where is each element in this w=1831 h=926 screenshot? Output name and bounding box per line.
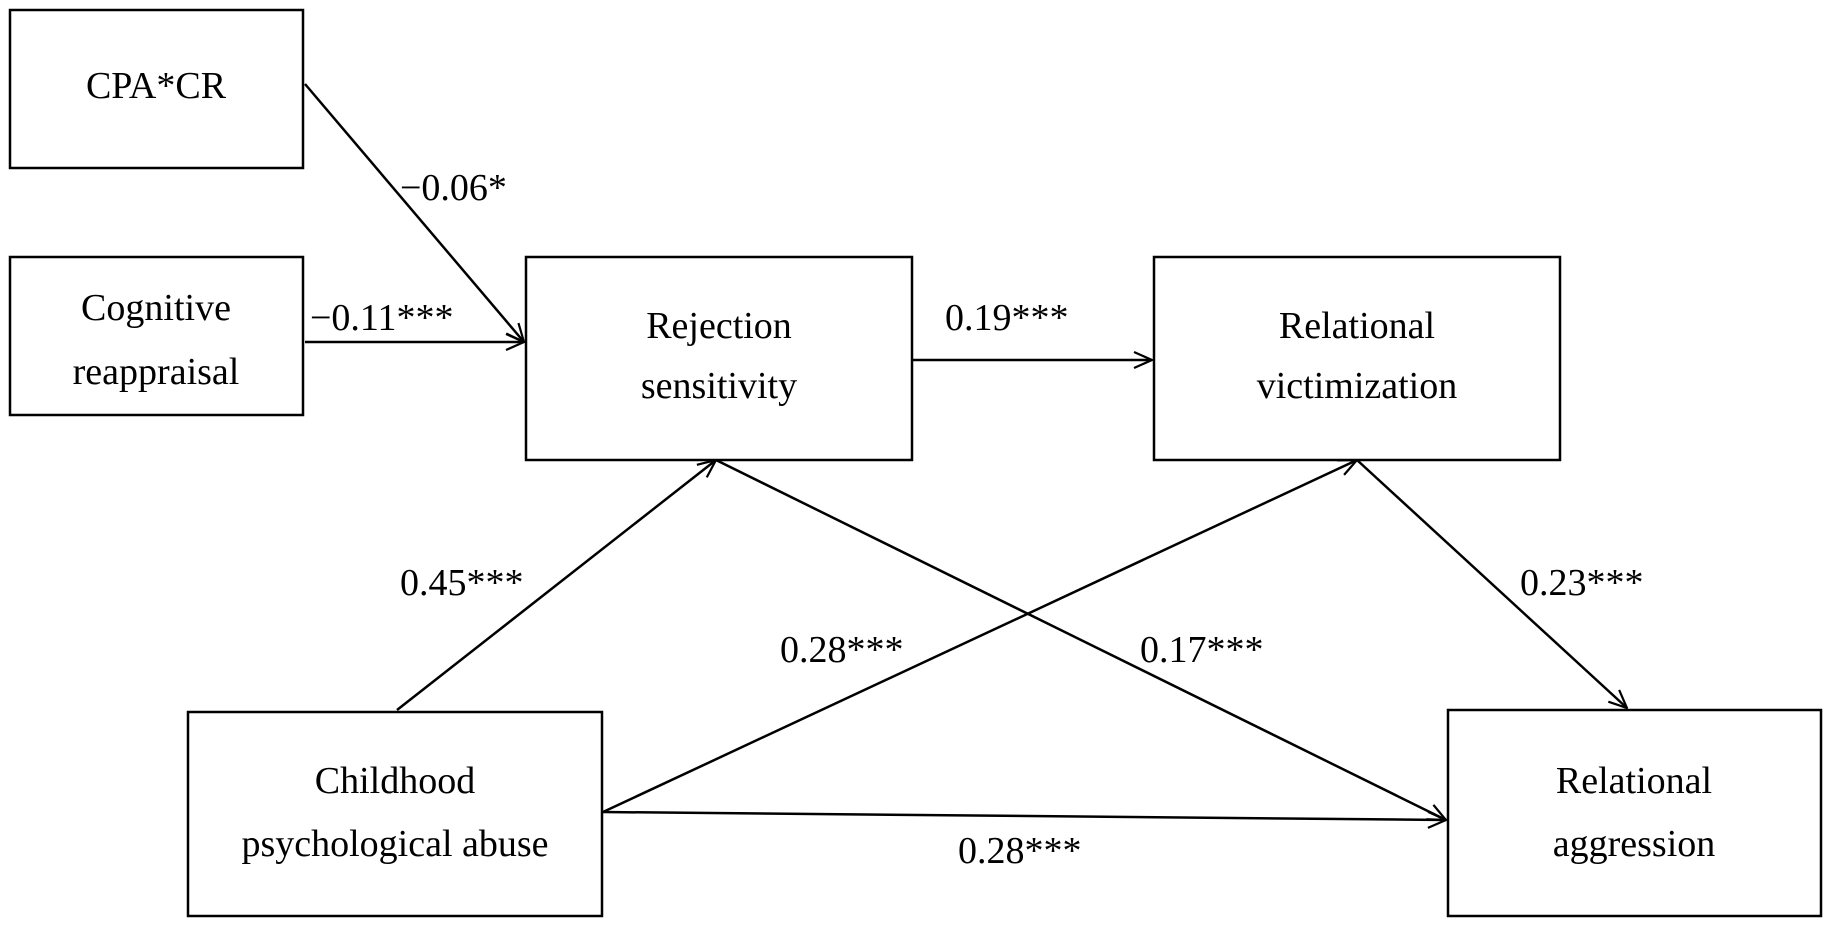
node-relational-aggression: Relational aggression (1446, 708, 1823, 918)
node-childhood-psychological-abuse: Childhood psychological abuse (186, 710, 604, 918)
node-relational-victimization-line2: victimization (1257, 365, 1458, 407)
edge-childhood-abuse-to-relational-aggression (602, 810, 1446, 820)
edge-label-cpa-cr-to-rs: −0.06* (400, 167, 507, 209)
node-cognitive-reappraisal-line2: reappraisal (73, 351, 240, 393)
node-cpa-cr: CPA*CR (8, 8, 305, 170)
edge-label-cr-to-rs: −0.11*** (310, 297, 454, 339)
node-rejection-sensitivity-line2: sensitivity (641, 365, 797, 407)
edge-label-rs-to-ra: 0.17*** (1140, 629, 1264, 671)
node-cognitive-reappraisal: Cognitive reappraisal (8, 255, 305, 417)
edge-rejection-sensitivity-to-relational-aggression (715, 458, 1446, 820)
edge-label-cpa-to-ra: 0.28*** (958, 830, 1082, 872)
node-cognitive-reappraisal-line1: Cognitive (81, 287, 231, 329)
node-relational-victimization: Relational victimization (1152, 255, 1562, 462)
node-childhood-abuse-line1: Childhood (315, 760, 475, 802)
edge-label-rs-to-rv: 0.19*** (945, 297, 1069, 339)
node-childhood-abuse-line2: psychological abuse (241, 823, 548, 865)
node-rejection-sensitivity-line1: Rejection (646, 305, 792, 347)
edge-childhood-abuse-to-relational-victimization (602, 460, 1357, 814)
edge-label-cpa-to-rv: 0.28*** (780, 629, 904, 671)
edge-label-cpa-to-rs: 0.45*** (400, 562, 524, 604)
node-relational-victimization-line1: Relational (1279, 305, 1435, 347)
node-cpa-cr-label: CPA*CR (86, 65, 227, 107)
node-rejection-sensitivity: Rejection sensitivity (524, 255, 914, 462)
edge-childhood-abuse-to-rejection-sensitivity (396, 460, 716, 711)
node-relational-aggression-line2: aggression (1553, 823, 1716, 865)
edge-relational-victimization-to-relational-aggression (1356, 459, 1627, 708)
edge-label-rv-to-ra: 0.23*** (1520, 562, 1644, 604)
edge-cpa-cr-to-rejection-sensitivity (304, 83, 524, 342)
node-relational-aggression-line1: Relational (1556, 760, 1712, 802)
